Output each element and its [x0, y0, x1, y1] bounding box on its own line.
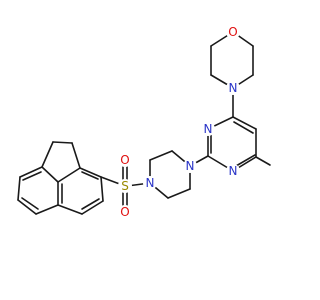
atom-label: S — [121, 179, 129, 193]
bond — [41, 166, 59, 183]
bond — [81, 198, 100, 210]
bond — [233, 121, 254, 134]
atom-n-piperazine-1: N — [183, 159, 197, 173]
atom-o-sulfonyl-2: O — [118, 205, 132, 219]
atom-o-morpholine: O — [226, 25, 240, 39]
atom-n-pyrimidine-2: N — [226, 164, 240, 178]
atom-label: N — [186, 159, 195, 173]
bond — [100, 176, 104, 202]
bond — [35, 204, 59, 215]
bond — [57, 204, 83, 215]
bond — [22, 171, 42, 181]
bond — [81, 171, 99, 180]
atom-label-layer: O N N N N N S O — [118, 25, 240, 219]
bond — [57, 167, 81, 183]
bond — [17, 176, 21, 201]
bond — [21, 197, 39, 210]
atom-label: O — [120, 153, 129, 167]
atom-label: N — [146, 176, 155, 190]
bond — [71, 142, 81, 169]
bond — [167, 188, 191, 199]
bond — [149, 150, 173, 161]
atom-o-sulfonyl-1: O — [118, 153, 132, 167]
atom-label: N — [204, 122, 213, 136]
bond — [19, 166, 43, 178]
atom-s-sulfonyl: S — [118, 179, 132, 193]
bond — [17, 199, 37, 215]
atom-label: N — [229, 81, 238, 95]
bond — [81, 200, 104, 215]
bond — [255, 156, 271, 166]
atom-n-piperazine-2: N — [143, 176, 157, 190]
bond — [79, 167, 102, 178]
atom-n-morpholine: N — [226, 81, 240, 95]
bond — [232, 116, 257, 130]
atom-n-pyrimidine-1: N — [201, 122, 215, 136]
bond — [41, 141, 54, 168]
bond — [52, 141, 73, 144]
atom-label: O — [228, 25, 237, 39]
bond-layer — [17, 31, 271, 215]
bond — [235, 154, 256, 167]
atom-label: O — [120, 205, 129, 219]
molecule-structure-diagram: O N N N N N S O — [17, 25, 271, 219]
atom-label: N — [229, 164, 238, 178]
